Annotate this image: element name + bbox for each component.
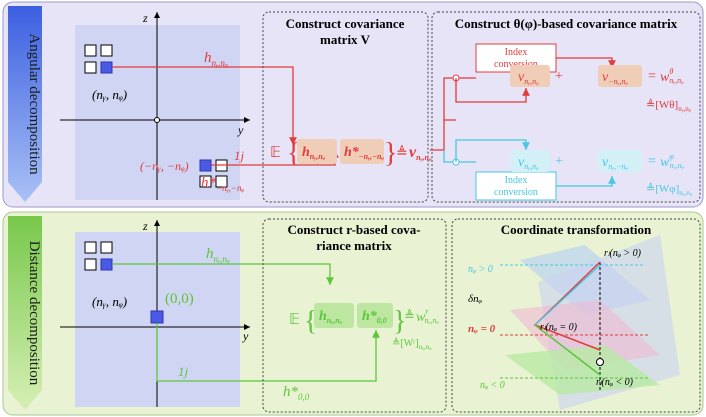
distance-right-brace: } bbox=[393, 306, 406, 337]
theta-term-box-2 bbox=[598, 65, 642, 87]
h-channel-line bbox=[112, 66, 297, 145]
r-h-term: hnᵧ,nᵩ bbox=[319, 309, 343, 325]
distance-antenna-group bbox=[84, 241, 113, 271]
r-cov-title-1: Construct r-based cova- bbox=[287, 222, 420, 237]
r-zero-label: rₗ(nᵩ = 0) bbox=[540, 322, 578, 333]
angular-axis-z-label: z bbox=[142, 11, 148, 25]
origin-label: (0,0) bbox=[165, 291, 194, 307]
right-brace: } bbox=[384, 138, 397, 169]
antenna-group-top bbox=[84, 44, 113, 74]
index-conv-cyan-2: conversion bbox=[494, 187, 538, 198]
covariance-title-1: Construct covariance bbox=[286, 16, 405, 31]
theta-eq: = bbox=[648, 69, 656, 84]
h-label: hnᵧ,nᵩ bbox=[204, 50, 228, 68]
r-h0-term-box bbox=[357, 303, 393, 328]
phi-term-box-1 bbox=[510, 150, 550, 172]
r-defeq: ≜ bbox=[404, 308, 415, 323]
nz-neg-label: nᵩ < 0 bbox=[480, 380, 505, 391]
distance-h-label: hnᵧ,nᵩ bbox=[206, 246, 230, 264]
angular-point-label: (nᵧ, nᵩ) bbox=[92, 87, 127, 102]
angular-axis-y-label: y bbox=[237, 123, 244, 137]
theta-lhs2: ν−nᵧ,nᵩ bbox=[602, 70, 628, 86]
index-conv-red-1: Index bbox=[505, 47, 528, 58]
r-cov-title-2: riance matrix bbox=[316, 238, 392, 253]
theta-plus: + bbox=[555, 69, 563, 84]
distance-side-label: Distance decomposition bbox=[26, 241, 42, 386]
angular-panel: Angular decomposition z y (nᵧ, nᵩ) (−nᵧ,… bbox=[2, 1, 704, 208]
theta-phi-title: Construct θ(φ)-based covariance matrix bbox=[455, 16, 678, 31]
origin-antenna bbox=[150, 310, 164, 324]
r-h-term-box bbox=[314, 303, 354, 328]
index-conv-cyan-1: Index bbox=[505, 175, 528, 186]
h-term-box bbox=[297, 139, 337, 164]
distance-point-label: (nᵧ, nᵩ) bbox=[92, 294, 127, 309]
h-conj-term: h*−nᵧ,−nᵩ bbox=[344, 145, 384, 161]
distance-h0-line bbox=[156, 323, 380, 382]
theta-term-box-1 bbox=[510, 65, 550, 87]
distance-antenna-selected bbox=[100, 258, 113, 271]
distance-side-arrow: Distance decomposition bbox=[8, 216, 42, 410]
phi-lhs2: νnᵧ,−nᵩ bbox=[602, 155, 628, 171]
covariance-box bbox=[262, 11, 429, 203]
covariance-title-2: matrix V bbox=[320, 32, 371, 47]
angular-origin bbox=[154, 117, 160, 123]
one-j-label: 1j bbox=[234, 148, 245, 163]
defeq-symbol: ≜ bbox=[396, 145, 408, 161]
distance-h-line bbox=[112, 263, 334, 285]
phi-lhs1: νnᵧ,nᵩ bbox=[518, 155, 539, 171]
coord-title: Coordinate transformation bbox=[501, 222, 652, 237]
nz-pos-label: nᵩ > 0 bbox=[468, 264, 493, 275]
angular-side-arrow: Angular decomposition bbox=[8, 6, 42, 202]
phi-eq: = bbox=[648, 154, 656, 169]
r-neg-label: rₗ(nᵩ < 0) bbox=[596, 377, 634, 388]
angular-side-label: Angular decomposition bbox=[26, 33, 42, 175]
index-conversion-cyan bbox=[475, 171, 557, 201]
branch-main bbox=[430, 119, 456, 151]
angular-mirror-label: (−nᵧ, −nᵩ) bbox=[140, 159, 189, 173]
coord-planes bbox=[500, 235, 680, 410]
h-conj-label: h*−nᵧ,−nᵩ bbox=[201, 175, 244, 193]
distance-axis-z-label: z bbox=[142, 219, 148, 233]
distance-axis-y-label: y bbox=[242, 329, 249, 343]
antenna-selected bbox=[100, 61, 113, 74]
theta-phi-box bbox=[431, 11, 701, 203]
nz-zero-label: nᵩ = 0 bbox=[468, 323, 496, 335]
h-term: hnᵧ,nᵩ bbox=[302, 145, 326, 161]
theta-lhs1: νnᵧ,nᵩ bbox=[518, 70, 539, 86]
delta-label: δnᵩ bbox=[468, 293, 483, 305]
r-cov-box bbox=[262, 218, 447, 413]
distance-panel: Distance decomposition z y (nᵧ, nᵩ) (0,0… bbox=[2, 211, 704, 416]
r-h0-term: h*0,0 bbox=[362, 309, 387, 325]
r-pos-label: rₗ(nᵩ > 0) bbox=[604, 248, 642, 259]
phi-plus: + bbox=[555, 154, 563, 169]
coord-box bbox=[451, 218, 701, 413]
phi-matrix: ≜[Wφ]nᵧ,nᵩ bbox=[646, 182, 693, 197]
theta-matrix: ≜[Wθ]nᵧ,nᵩ bbox=[646, 98, 692, 113]
antenna-mirror bbox=[199, 159, 212, 172]
r-matrix: ≜[Wʳ]nᵧ,nᵩ bbox=[392, 337, 432, 351]
index-conv-red-2: conversion bbox=[494, 59, 538, 70]
expectation-symbol: 𝔼 bbox=[270, 145, 281, 161]
h-conj-term-box bbox=[340, 139, 384, 164]
distance-one-j: 1j bbox=[178, 364, 189, 379]
distance-h0-label: h*0,0 bbox=[283, 384, 310, 402]
distance-expectation: 𝔼 bbox=[289, 312, 300, 328]
phi-term-box-2 bbox=[598, 150, 642, 172]
v-symbol: νnᵧ,nᵩ bbox=[409, 144, 432, 162]
